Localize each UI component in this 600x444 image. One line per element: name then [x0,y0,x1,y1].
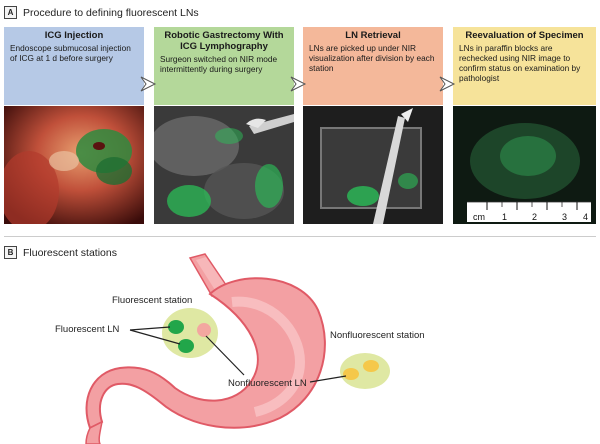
section-b-title: Fluorescent stations [23,246,117,259]
label-fluorescent-ln: Fluorescent LN [55,324,120,335]
section-a-title: Procedure to defining fluorescent LNs [23,6,199,19]
arrow-right-icon [439,76,456,92]
section-a-letter: A [4,6,17,19]
duodenum [85,420,104,444]
arrow-right-icon [140,76,157,92]
step-robotic-gastrectomy: Robotic Gastrectomy With ICG Lymphograph… [154,27,294,105]
ln-retrieval-photo [303,106,443,224]
section-divider [4,236,596,237]
robotic-surgery-photo [154,106,294,224]
nonfluorescent-ln [363,360,379,372]
step-3-title: LN Retrieval [345,30,401,41]
leader-line [129,326,171,331]
specimen-photo: cm 1 2 3 4 [453,106,596,224]
section-a-header: A Procedure to defining fluorescent LNs [4,6,199,19]
step-4-title: Reevaluation of Specimen [465,30,584,41]
nonfluorescent-station [340,353,390,389]
step-ln-retrieval: LN Retrieval LNs are picked up under NIR… [303,27,443,105]
leader-line [309,375,347,383]
nonfluorescent-ln [343,368,359,380]
section-b-letter: B [4,246,17,259]
leader-line [129,329,181,345]
arrow-right-icon [290,76,307,92]
leader-line [205,335,245,376]
step-3-desc: LNs are picked up under NIR visualizatio… [309,43,435,73]
ruler-tick-4: 4 [583,212,588,222]
step-2-title: Robotic Gastrectomy With ICG Lymphograph… [164,30,284,52]
step-1-title: ICG Injection [44,30,104,41]
ruler-tick-2: 2 [532,212,537,222]
fluorescent-ln [178,339,194,353]
step-4-desc: LNs in paraffin blocks are rechecked usi… [459,43,581,83]
step-2-desc: Surgeon switched on NIR mode intermitten… [160,54,278,74]
step-reevaluation-specimen: Reevaluation of Specimen LNs in paraffin… [453,27,596,105]
fluorescent-ln [168,320,184,334]
label-nonfluorescent-station: Nonfluorescent station [330,330,425,341]
ruler-tick-1: 1 [502,212,507,222]
label-nonfluorescent-ln: Nonfluorescent LN [228,378,307,389]
stomach-body [85,277,326,430]
nonfluorescent-ln [197,323,211,337]
stomach-diagram [85,253,390,444]
step-1-desc: Endoscope submucosal injection of ICG at… [10,43,131,63]
step-icg-injection: ICG Injection Endoscope submucosal injec… [4,27,144,105]
endoscopy-photo [4,106,144,224]
section-b-header: B Fluorescent stations [4,246,117,259]
ruler-unit-label: cm [473,212,485,222]
label-fluorescent-station: Fluorescent station [112,295,193,306]
ruler-tick-3: 3 [562,212,567,222]
